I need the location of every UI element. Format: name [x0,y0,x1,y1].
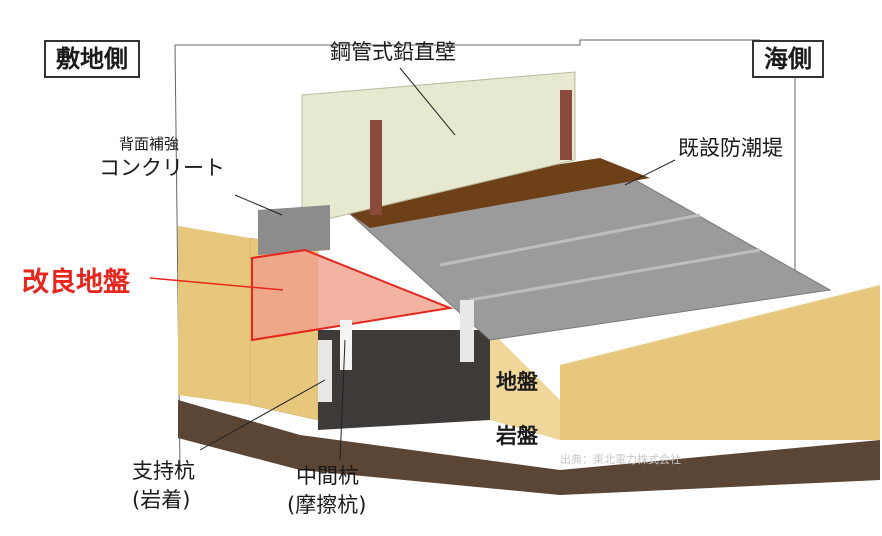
improved-ground [251,248,454,342]
pointer-middle-pile [339,339,346,461]
bedrock-label: 岩盤 [496,424,538,448]
seawall-crest [330,158,650,228]
ground-right-front [490,330,560,440]
wall-column-2 [560,90,572,160]
middle-pile-label: 中間杭 [296,464,359,488]
ground-cavity [318,330,490,430]
ground-right [560,285,880,440]
seawall-line-1 [439,213,701,267]
land-side-label: 敷地側 [44,40,140,78]
middle-pile-note: (摩擦杭) [287,493,367,517]
existing-seawall-label: 既設防潮堤 [678,136,783,160]
pointer-seawall [624,159,676,186]
pointer-back-concrete [234,194,283,216]
improved-ground-label: 改良地盤 [22,267,130,298]
ground-label: 地盤 [496,370,538,394]
ground-layer [178,226,250,405]
support-pile-note: (岩着) [132,488,191,512]
bedrock-layer [178,400,880,495]
steel-wall-label: 鋼管式鉛直壁 [330,40,456,64]
pointer-improved-ground [149,277,284,291]
back-concrete [258,205,330,255]
support-pile-label: 支持杭 [132,459,195,483]
support-pile-2 [460,300,474,362]
source-watermark: 出典：東北電力株式会社 [560,453,681,466]
middle-pile-1 [340,320,352,370]
back-concrete-label-2: コンクリート [99,156,225,180]
wall-column-1 [370,120,382,215]
sea-side-label: 海側 [752,40,824,78]
back-concrete-label-1: 背面補強 [119,135,180,153]
frame-outline-top [175,39,760,46]
seawall-line-2 [469,248,761,302]
support-pile-1 [318,340,332,402]
pointer-support-pile [199,379,326,451]
frame-outline [174,44,181,471]
pointer-steel-wall [399,67,456,136]
